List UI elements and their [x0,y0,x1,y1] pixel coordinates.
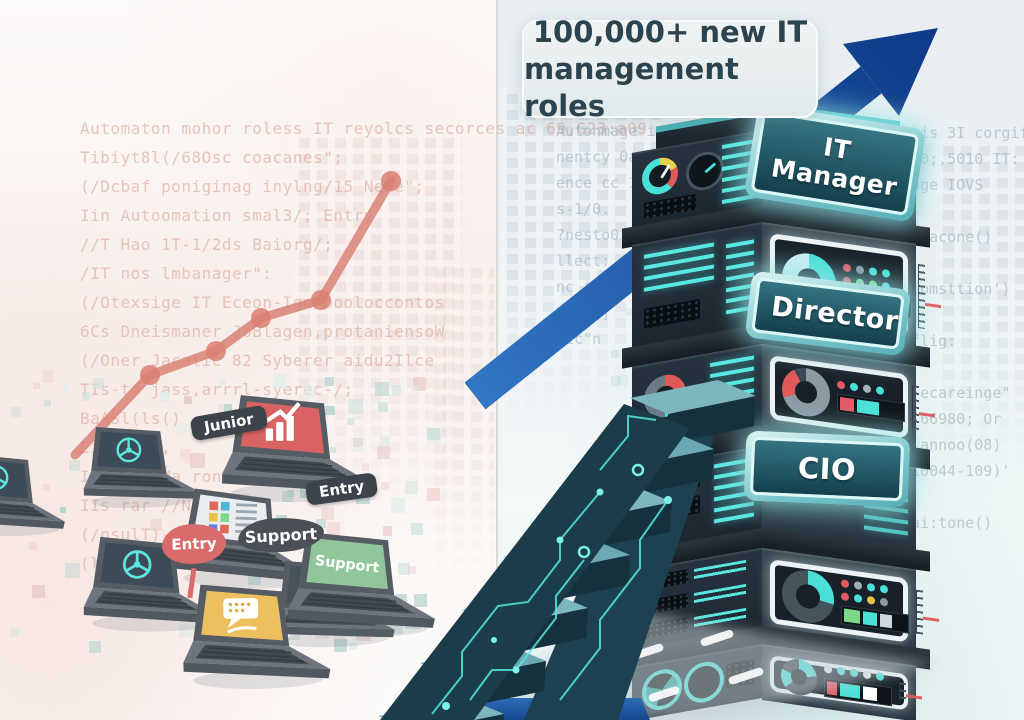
laptop-screen-label: Support [314,553,380,577]
callout-bubble: 100,000+ new IT management roles [522,15,818,123]
keyboard-rows [96,475,179,487]
keyboard-rows [238,458,345,476]
sign-label: Director [751,277,905,350]
laptop-base [0,500,65,522]
laptop [180,580,335,697]
laptop-keyboard [0,503,49,518]
laptop [0,452,68,542]
laptop-keyboard [93,474,184,489]
laptop-front-edge [0,517,65,529]
laptop-front-edge [183,662,331,679]
sign-plate: CIO [743,430,911,508]
laptop-base [183,640,331,670]
sign-label: CIO [749,436,905,502]
wheel-icon [122,550,152,579]
support-bubble-text: Support [244,523,318,547]
wheel-icon [0,465,9,490]
ladder-sign-cio: CIO [743,430,911,508]
wheel-icon [116,437,142,463]
laptop-keyboard [234,456,352,479]
callout-line1: 100,000+ new IT [532,14,808,49]
entry-bubble-text: Entry [171,534,217,554]
callout-line2: management roles [524,51,739,123]
keyboard-rows [0,504,45,516]
chat-keys-icon [223,598,259,634]
laptop-lid [193,584,290,647]
sign-label: IT Manager [750,110,920,216]
laptop-lid [91,427,167,475]
keyboard-rows [199,647,304,663]
laptop-keyboard [195,644,310,665]
laptop-shadow [0,521,60,536]
keyboard-rows [98,593,193,609]
laptop-screen [201,590,284,641]
building-silhouette [936,140,1024,470]
laptop-shadow [192,670,324,689]
laptop-screen [97,431,162,470]
laptop-lid [0,457,33,504]
laptop-screen [0,461,29,499]
